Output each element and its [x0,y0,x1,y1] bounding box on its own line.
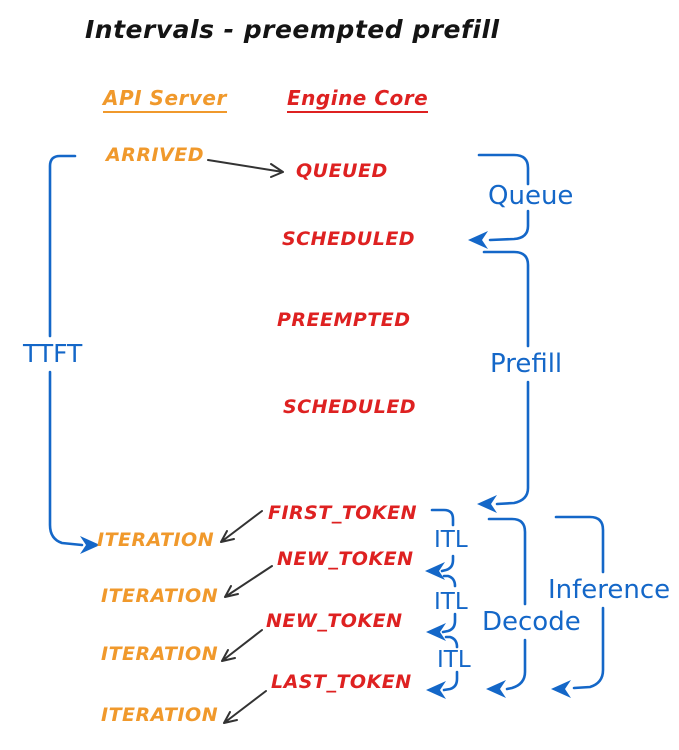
arrow-first-token-to-iteration [220,510,263,543]
prefill-bracket [477,250,530,513]
decode-bracket [486,517,527,698]
itl-arrowhead-3 [426,681,446,699]
event-preempted: PREEMPTED [277,309,411,331]
interval-label-decode: Decode [482,607,581,637]
event-queued: QUEUED [296,160,388,182]
interval-label-prefill: Prefill [490,349,563,379]
event-new-token-2: NEW_TOKEN [266,610,403,632]
itl-bracket-1 [425,508,455,580]
event-new-token-1: NEW_TOKEN [277,548,414,570]
event-iteration-4: ITERATION [101,704,219,726]
ttft-bracket [48,154,100,554]
event-iteration-3: ITERATION [101,643,219,665]
event-first-token: FIRST_TOKEN [268,502,418,524]
itl-bracket-2 [426,574,457,641]
arrow-new-token2-to-iteration [221,629,263,662]
itl-arrowhead-2 [426,623,446,641]
interval-label-ttft: TTFT [23,339,83,368]
interval-label-inference: Inference [548,575,671,605]
itl-arrowhead-1 [425,562,445,580]
queue-arrowhead [468,231,488,249]
ttft-arrowhead [80,536,100,554]
itl-bracket-3 [426,635,459,699]
interval-label-itl-2: ITL [434,589,468,615]
interval-label-itl-3: ITL [437,647,471,673]
event-scheduled-2: SCHEDULED [283,396,417,418]
queue-bracket [468,153,530,249]
event-arrived: ARRIVED [106,144,204,166]
event-iteration-2: ITERATION [101,585,219,607]
decode-arrowhead [486,680,506,698]
event-last-token: LAST_TOKEN [271,671,412,693]
column-header-engine-core: Engine Core [287,87,429,113]
arrow-arrived-to-queued [207,159,284,178]
interval-label-itl-1: ITL [434,527,468,553]
column-header-api-server: API Server [103,87,227,113]
page-title: Intervals - preempted prefill [85,15,500,44]
event-iteration-1: ITERATION [97,529,215,551]
event-scheduled-1: SCHEDULED [282,228,416,250]
inference-bracket [551,515,605,698]
arrow-last-token-to-iteration [223,690,267,724]
interval-label-queue: Queue [488,181,574,211]
arrow-new-token1-to-iteration [224,565,273,598]
prefill-arrowhead [477,495,497,513]
inference-arrowhead [551,680,571,698]
